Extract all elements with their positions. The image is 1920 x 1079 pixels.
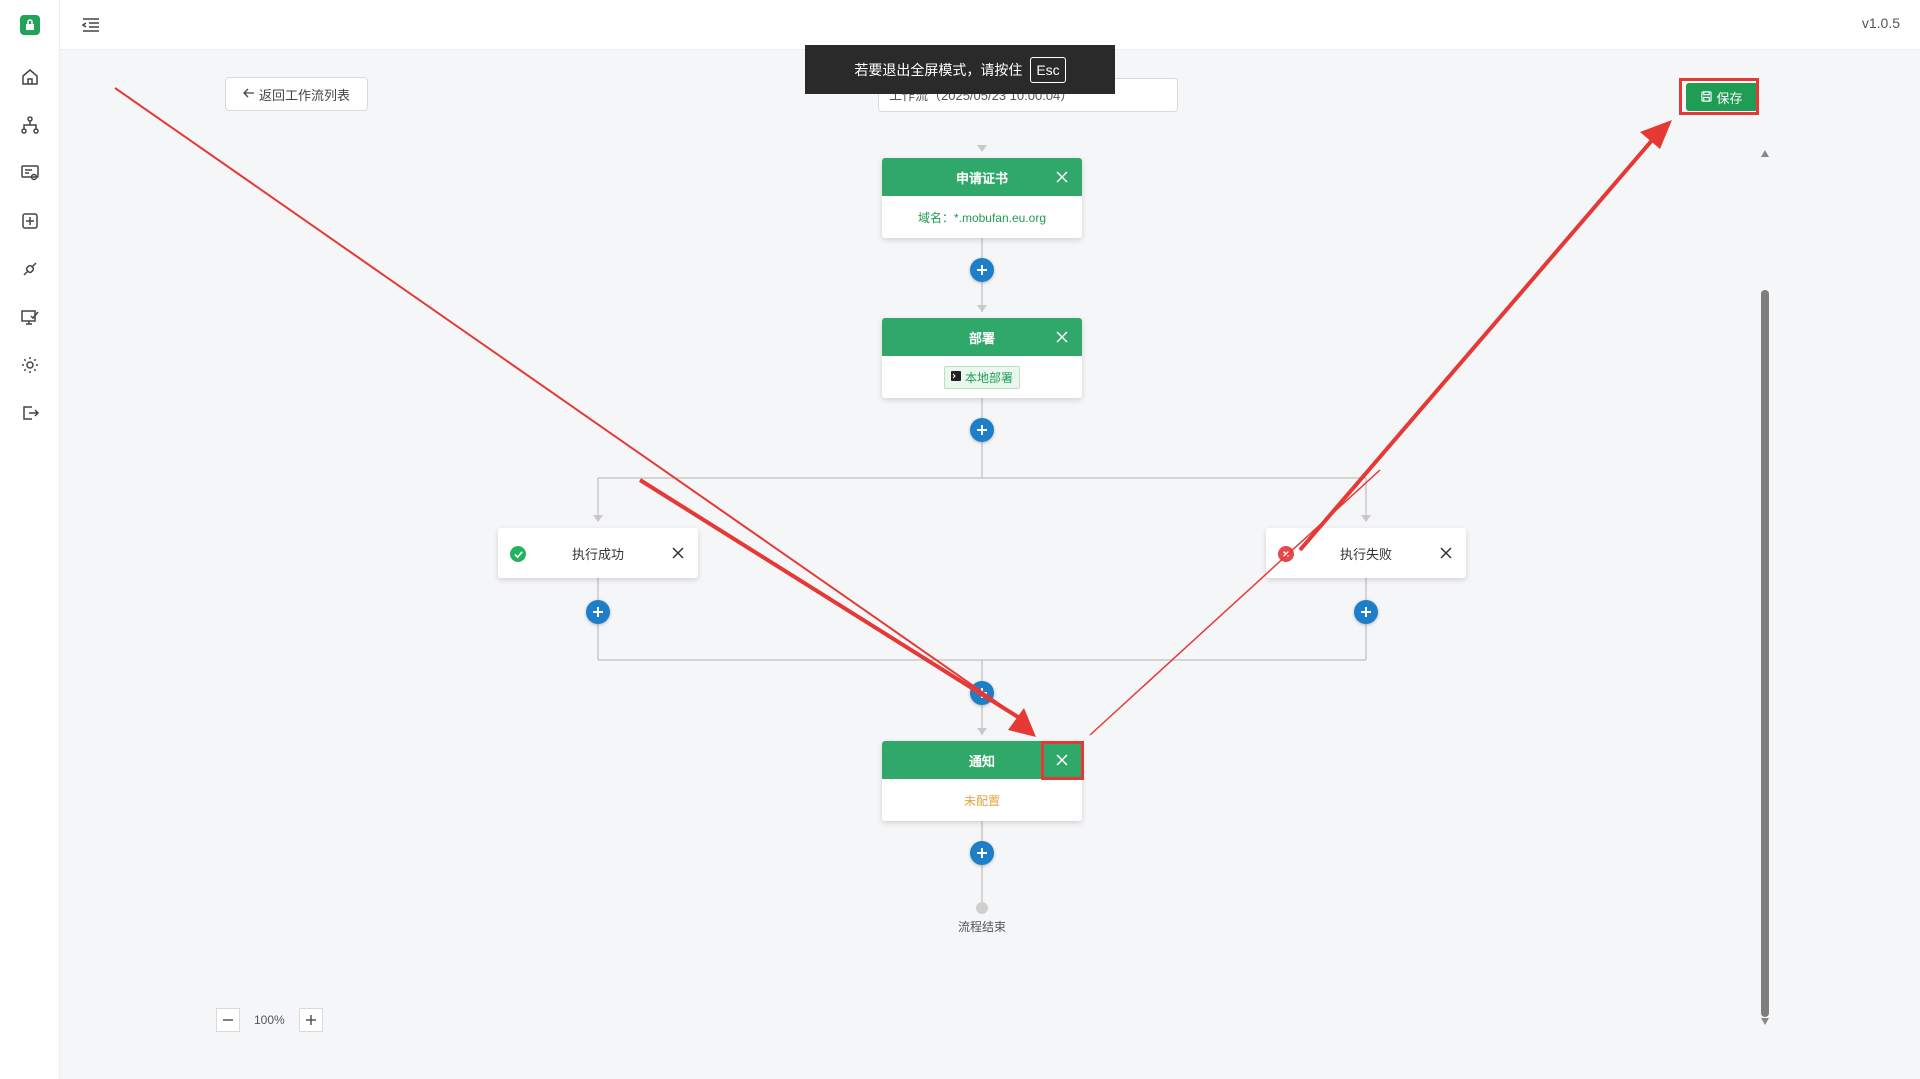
close-icon[interactable] — [670, 545, 686, 561]
home-icon[interactable] — [18, 65, 42, 89]
flow-end-label: 流程结束 — [957, 920, 1006, 934]
menu-collapse-icon[interactable] — [80, 14, 102, 36]
top-header: v1.0.5 — [60, 0, 1920, 50]
add-node-button[interactable] — [970, 418, 994, 442]
add-node-button[interactable] — [970, 841, 994, 865]
toast-message: 若要退出全屏模式，请按住 — [854, 61, 1023, 78]
vertical-scrollbar[interactable] — [1760, 145, 1770, 1025]
scrollbar-thumb[interactable] — [1761, 290, 1769, 1017]
close-icon[interactable] — [1054, 752, 1070, 768]
branch-label: 执行失败 — [1339, 546, 1392, 562]
close-highlight-box — [1041, 741, 1084, 780]
logout-icon[interactable] — [18, 401, 42, 425]
failure-branch-node[interactable]: 执行失败 — [1266, 528, 1466, 578]
close-icon[interactable] — [1054, 329, 1070, 345]
workflow-icon[interactable] — [18, 113, 42, 137]
app-version: v1.0.5 — [1861, 15, 1900, 31]
zoom-in-button[interactable] — [298, 1008, 323, 1032]
error-circle-icon — [1278, 546, 1294, 562]
settings-icon[interactable] — [18, 353, 42, 377]
esc-key-badge: Esc — [1030, 56, 1066, 83]
save-button[interactable]: 保存 — [1686, 83, 1758, 111]
close-icon[interactable] — [1054, 169, 1070, 185]
zoom-level: 100% — [254, 1013, 285, 1027]
notify-node[interactable]: 通知 未配置 — [882, 741, 1082, 821]
close-icon[interactable] — [1438, 545, 1454, 561]
add-square-icon[interactable] — [18, 209, 42, 233]
deploy-tag-label: 本地部署 — [964, 370, 1013, 385]
add-node-button[interactable] — [970, 258, 994, 282]
check-circle-icon — [510, 546, 526, 562]
terminal-icon — [950, 370, 961, 384]
zoom-controls: 100% — [216, 1007, 323, 1033]
back-button-label: 返回工作流列表 — [258, 87, 350, 103]
back-to-workflow-list-button[interactable]: 返回工作流列表 — [225, 77, 368, 111]
notify-status-text: 未配置 — [963, 793, 1000, 808]
save-icon — [1701, 90, 1713, 105]
fullscreen-exit-toast: 若要退出全屏模式，请按住 Esc — [805, 45, 1115, 94]
flow-end-dot — [976, 902, 988, 914]
zoom-out-button[interactable] — [216, 1008, 240, 1032]
add-node-button[interactable] — [1354, 600, 1378, 624]
add-node-button[interactable] — [586, 600, 610, 624]
add-node-button[interactable] — [970, 681, 994, 705]
node-title: 通知 — [968, 753, 995, 769]
monitor-icon[interactable] — [18, 305, 42, 329]
node-domain-text: 域名：*.mobufan.eu.org — [917, 210, 1047, 225]
apply-certificate-node[interactable]: 申请证书 域名：*.mobufan.eu.org — [882, 158, 1082, 238]
arrow-left-icon — [243, 87, 255, 102]
node-title: 申请证书 — [955, 170, 1008, 186]
success-branch-node[interactable]: 执行成功 — [498, 528, 698, 578]
save-highlight-box — [1679, 78, 1759, 115]
node-title: 部署 — [968, 330, 995, 346]
app-logo — [20, 15, 40, 35]
deploy-type-tag: 本地部署 — [943, 365, 1020, 389]
plugin-icon[interactable] — [18, 257, 42, 281]
save-button-label: 保存 — [1716, 90, 1743, 106]
sidebar — [0, 0, 60, 1079]
certificate-icon[interactable] — [18, 161, 42, 185]
deploy-node[interactable]: 部署 本地部署 — [882, 318, 1082, 398]
branch-label: 执行成功 — [571, 546, 624, 562]
